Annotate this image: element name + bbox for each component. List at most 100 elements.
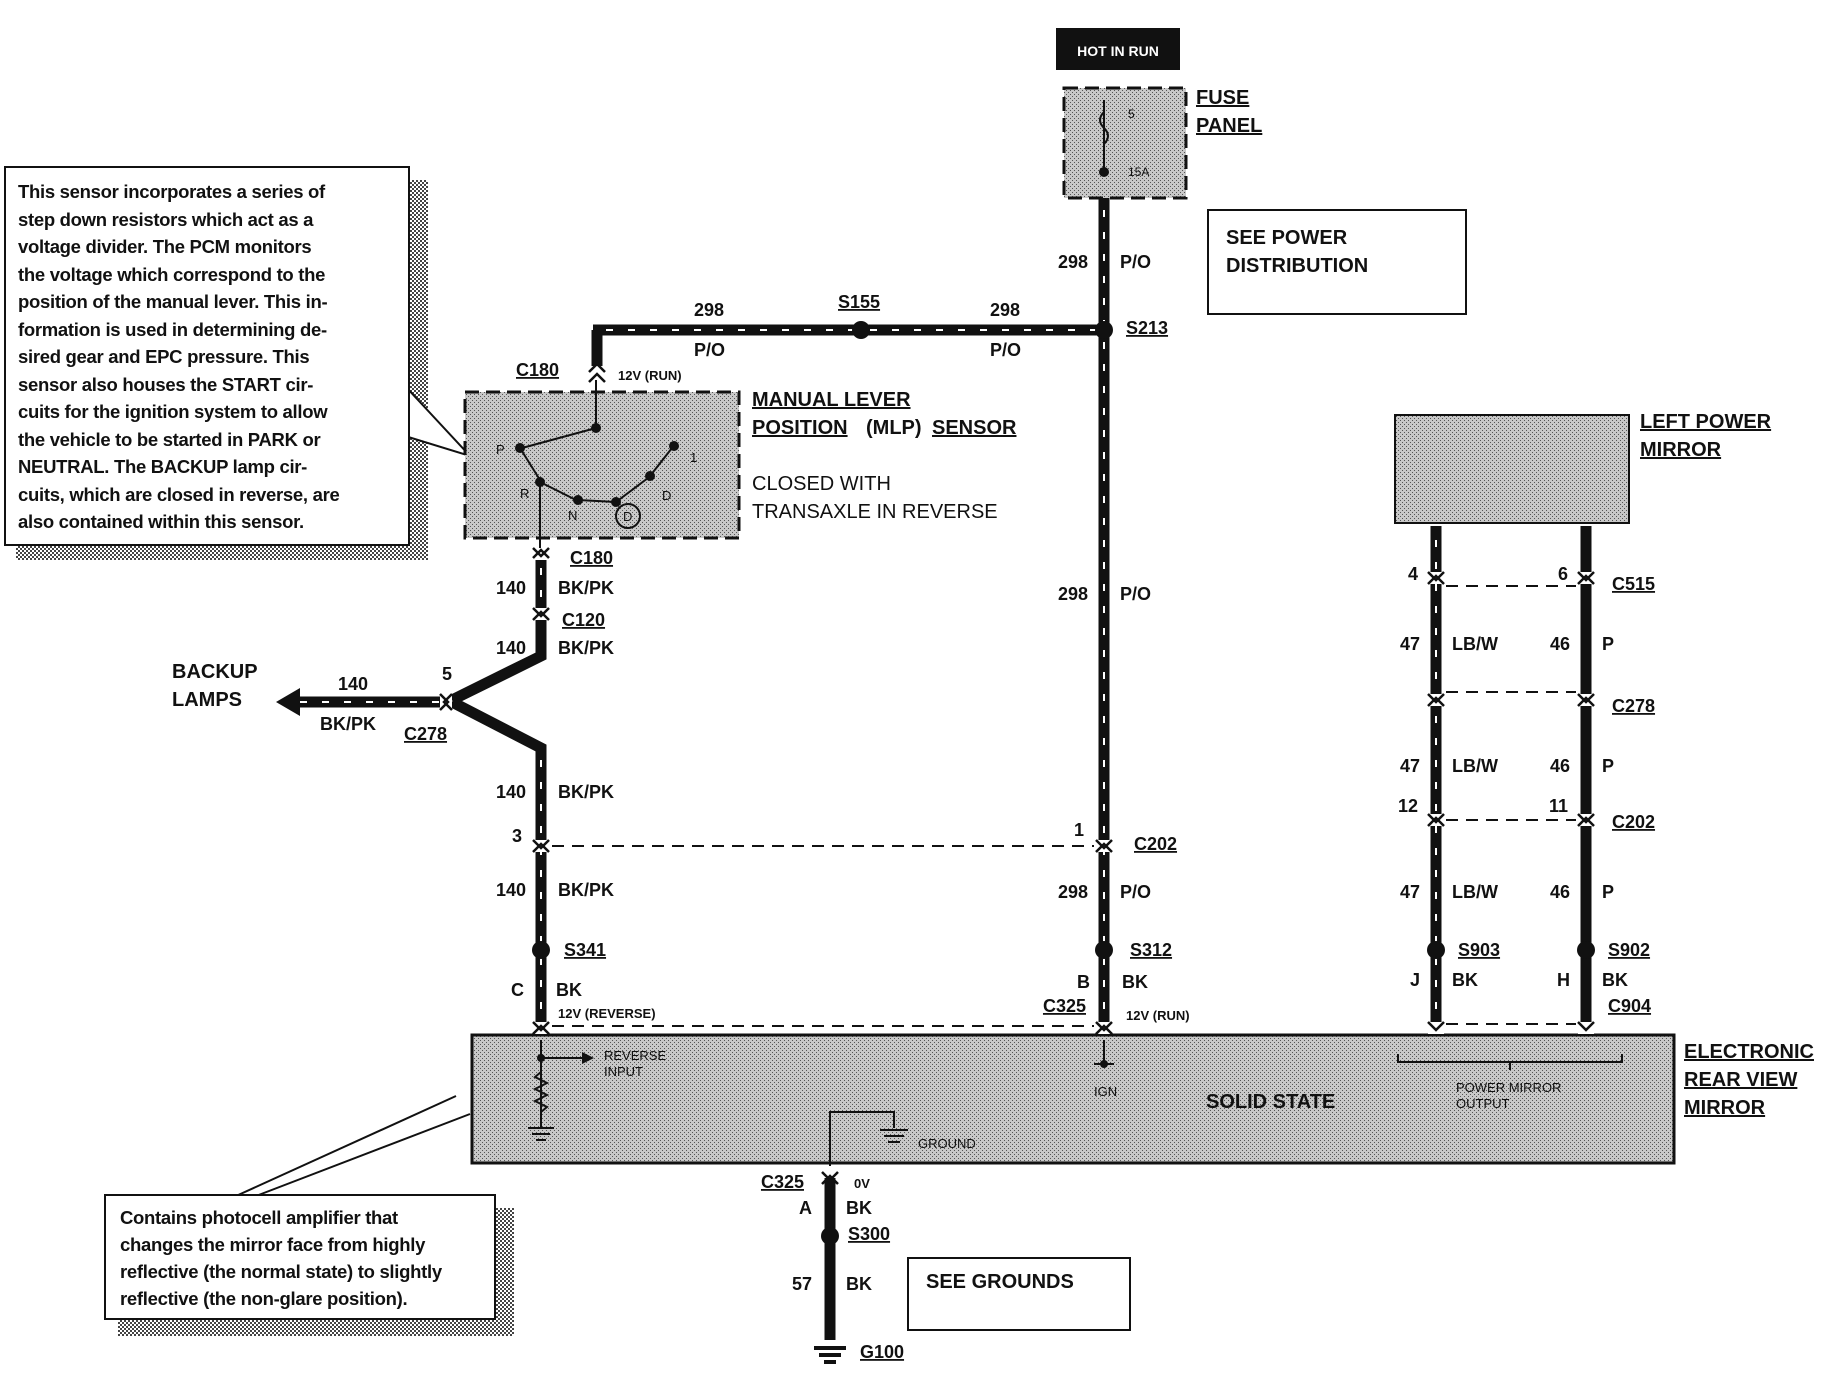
fuse-rating: 15A (1128, 165, 1149, 179)
color-po-label-middle: P/O (1120, 584, 1151, 604)
mirror-note-line: changes the mirror face from highly (120, 1234, 426, 1255)
connector-marks (439, 362, 1595, 1185)
pin-4-label: 4 (1408, 564, 1418, 584)
mlp-overdrive-ring (615, 503, 641, 529)
circuit-46-label-1: 46 (1550, 634, 1570, 654)
mlp-note-line: step down resistors which act as a (18, 208, 314, 230)
color-lbw-label-2: LB/W (1452, 756, 1498, 776)
circuit-140-label-4: 140 (496, 880, 526, 900)
mlp-note-line: This sensor incorporates a series of (18, 181, 325, 202)
circuit-47-label-3: 47 (1400, 882, 1420, 902)
mlp-pos-r: R (520, 486, 529, 501)
mlp-d-to-1 (615, 477, 649, 503)
erv-power-output-2: OUTPUT (1456, 1096, 1510, 1111)
color-bk-label-47: BK (1452, 970, 1478, 990)
splice-s213-label: S213 (1126, 318, 1168, 338)
erv-reverse-arrow-head (582, 1052, 594, 1064)
pin-6-label: 6 (1558, 564, 1568, 584)
pin-j-label: J (1410, 970, 1420, 990)
color-bkpk-label-3: BK/PK (558, 782, 614, 802)
erv-mirror-label-3: MIRROR (1684, 1097, 1766, 1119)
hot-in-run-box (1056, 28, 1180, 70)
mlp-n-to-d (577, 499, 617, 503)
color-po-label-right: P/O (990, 340, 1021, 360)
color-bkpk-label-2: BK/PK (558, 638, 614, 658)
left-mirror-label-2: MIRROR (1640, 439, 1722, 461)
connector-c515-label: C515 (1612, 574, 1655, 594)
circuit-140-label-backup: 140 (338, 674, 368, 694)
mirror-note-line: Contains photocell amplifier that (120, 1207, 398, 1228)
circuit-298-label-left: 298 (694, 300, 724, 320)
mlp-note-line: voltage divider. The PCM monitors (18, 236, 312, 257)
circuit-298-label-middle: 298 (1058, 584, 1088, 604)
mlp-note-line: the voltage which correspond to the (18, 263, 326, 285)
color-bk-label-298: BK (1122, 972, 1148, 992)
circuit-46-label-2: 46 (1550, 756, 1570, 776)
erv-reverse-resistor-icon (532, 1071, 550, 1113)
splice-s903-label: S903 (1458, 940, 1500, 960)
see-power-label-2: DISTRIBUTION (1226, 255, 1368, 277)
circuit-47-label-1: 47 (1400, 634, 1420, 654)
mlp-d2-to-1 (649, 447, 673, 477)
mirror-note-leader-1 (235, 1095, 457, 1197)
splice-s902-label: S902 (1608, 940, 1650, 960)
splice-s903-dot (1427, 941, 1445, 959)
splice-s312-dot (1095, 941, 1113, 959)
mlp-note-line: NEUTRAL. The BACKUP lamp cir- (18, 456, 308, 477)
mlp-note-line: position of the manual lever. This in- (18, 291, 328, 312)
circuit-57-label: 57 (792, 1274, 812, 1294)
pin-11-label: 11 (1549, 796, 1568, 816)
see-power-box (1207, 209, 1467, 315)
circuit-46-label-3: 46 (1550, 882, 1570, 902)
see-grounds-label: SEE GROUNDS (926, 1271, 1074, 1293)
circuit-298-label-lower: 298 (1058, 882, 1088, 902)
connector-c904-label: C904 (1608, 996, 1651, 1016)
erv-power-output-1: POWER MIRROR (1456, 1080, 1561, 1095)
mlp-note-line: cuits, which are closed in reverse, are (18, 483, 340, 505)
mlp-pos-1: 1 (690, 450, 697, 465)
color-bkpk-label-4: BK/PK (558, 880, 614, 900)
mlp-closed-label-2: TRANSAXLE IN REVERSE (752, 501, 998, 523)
color-po-label-left: P/O (694, 340, 725, 360)
fuse-contact (1099, 167, 1109, 177)
color-bk-label-46: BK (1602, 970, 1628, 990)
erv-mirror-box (470, 1033, 1676, 1165)
color-p-label-2: P (1602, 756, 1614, 776)
backup-lamps-label-1: BACKUP (172, 661, 258, 683)
mlp-sensor-label-2b: (MLP) (866, 417, 922, 439)
pin-c-label: C (511, 980, 524, 1000)
mirror-note-leader-2 (255, 1113, 471, 1197)
mlp-switch-arm (521, 427, 597, 449)
pin-12-label: 12 (1398, 796, 1418, 816)
fuse-panel-box (1062, 86, 1188, 200)
mlp-note-line: also contained within this sensor. (18, 511, 304, 532)
erv-ign-label: IGN (1094, 1084, 1117, 1099)
mlp-pos-n: N (568, 508, 577, 523)
mlp-pos-p: P (496, 442, 505, 457)
mlp-p-to-r (519, 447, 541, 481)
mlp-note-line: formation is used in determining de- (18, 318, 327, 340)
pin-h-label: H (1557, 970, 1570, 990)
circuit-47-label-2: 47 (1400, 756, 1420, 776)
see-power-label-1: SEE POWER (1226, 227, 1348, 249)
splice-s341-label: S341 (564, 940, 606, 960)
color-lbw-label-3: LB/W (1452, 882, 1498, 902)
erv-mirror-note: Contains photocell amplifier that change… (104, 1194, 496, 1320)
mlp-sensor-label-2a: POSITION (752, 417, 848, 439)
voltage-zero: 0V (854, 1176, 870, 1191)
color-bkpk-label-backup: BK/PK (320, 714, 376, 734)
color-p-label-1: P (1602, 634, 1614, 654)
mlp-sensor-label-1: MANUAL LEVER (752, 389, 911, 411)
erv-reverse-input-2: INPUT (604, 1064, 643, 1079)
erv-solid-state: SOLID STATE (1206, 1091, 1335, 1113)
splice-s300-dot (821, 1227, 839, 1245)
erv-ign-node (1100, 1060, 1108, 1068)
mlp-note-line: the vehicle to be started in PARK or (18, 428, 321, 450)
color-p-label-3: P (1602, 882, 1614, 902)
mirror-note-line: reflective (the non-glare position). (120, 1288, 408, 1309)
connector-c180-top-label: C180 (516, 360, 559, 380)
color-bkpk-label-1: BK/PK (558, 578, 614, 598)
voltage-reverse: 12V (REVERSE) (558, 1006, 656, 1021)
mlp-sensor-box (463, 390, 741, 540)
wire-140-branch-down (449, 697, 547, 1028)
